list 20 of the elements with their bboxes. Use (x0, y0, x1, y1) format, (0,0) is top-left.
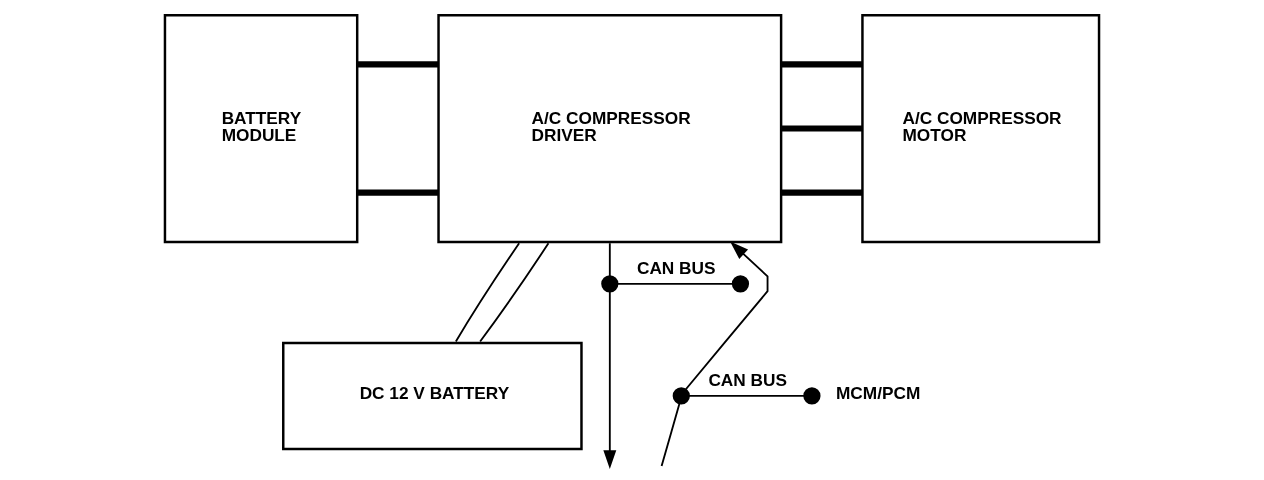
connector (616, 282, 734, 285)
node-circle (601, 274, 619, 292)
connector (781, 124, 863, 132)
connector (781, 189, 863, 196)
connector (357, 189, 439, 196)
edge-label: CAN BUS (636, 257, 716, 278)
label: MCM/PCM (835, 382, 921, 403)
connector (660, 402, 681, 467)
connector (608, 241, 611, 277)
arrow (684, 241, 769, 391)
node-circle (672, 386, 690, 405)
node-circle (731, 274, 750, 292)
connector (454, 241, 521, 342)
edge-label: CAN BUS (708, 369, 787, 390)
arrow (603, 290, 617, 469)
connector (781, 60, 863, 68)
node-circle (803, 386, 821, 405)
connector (687, 394, 806, 397)
connector (357, 60, 439, 68)
connector (479, 241, 550, 342)
